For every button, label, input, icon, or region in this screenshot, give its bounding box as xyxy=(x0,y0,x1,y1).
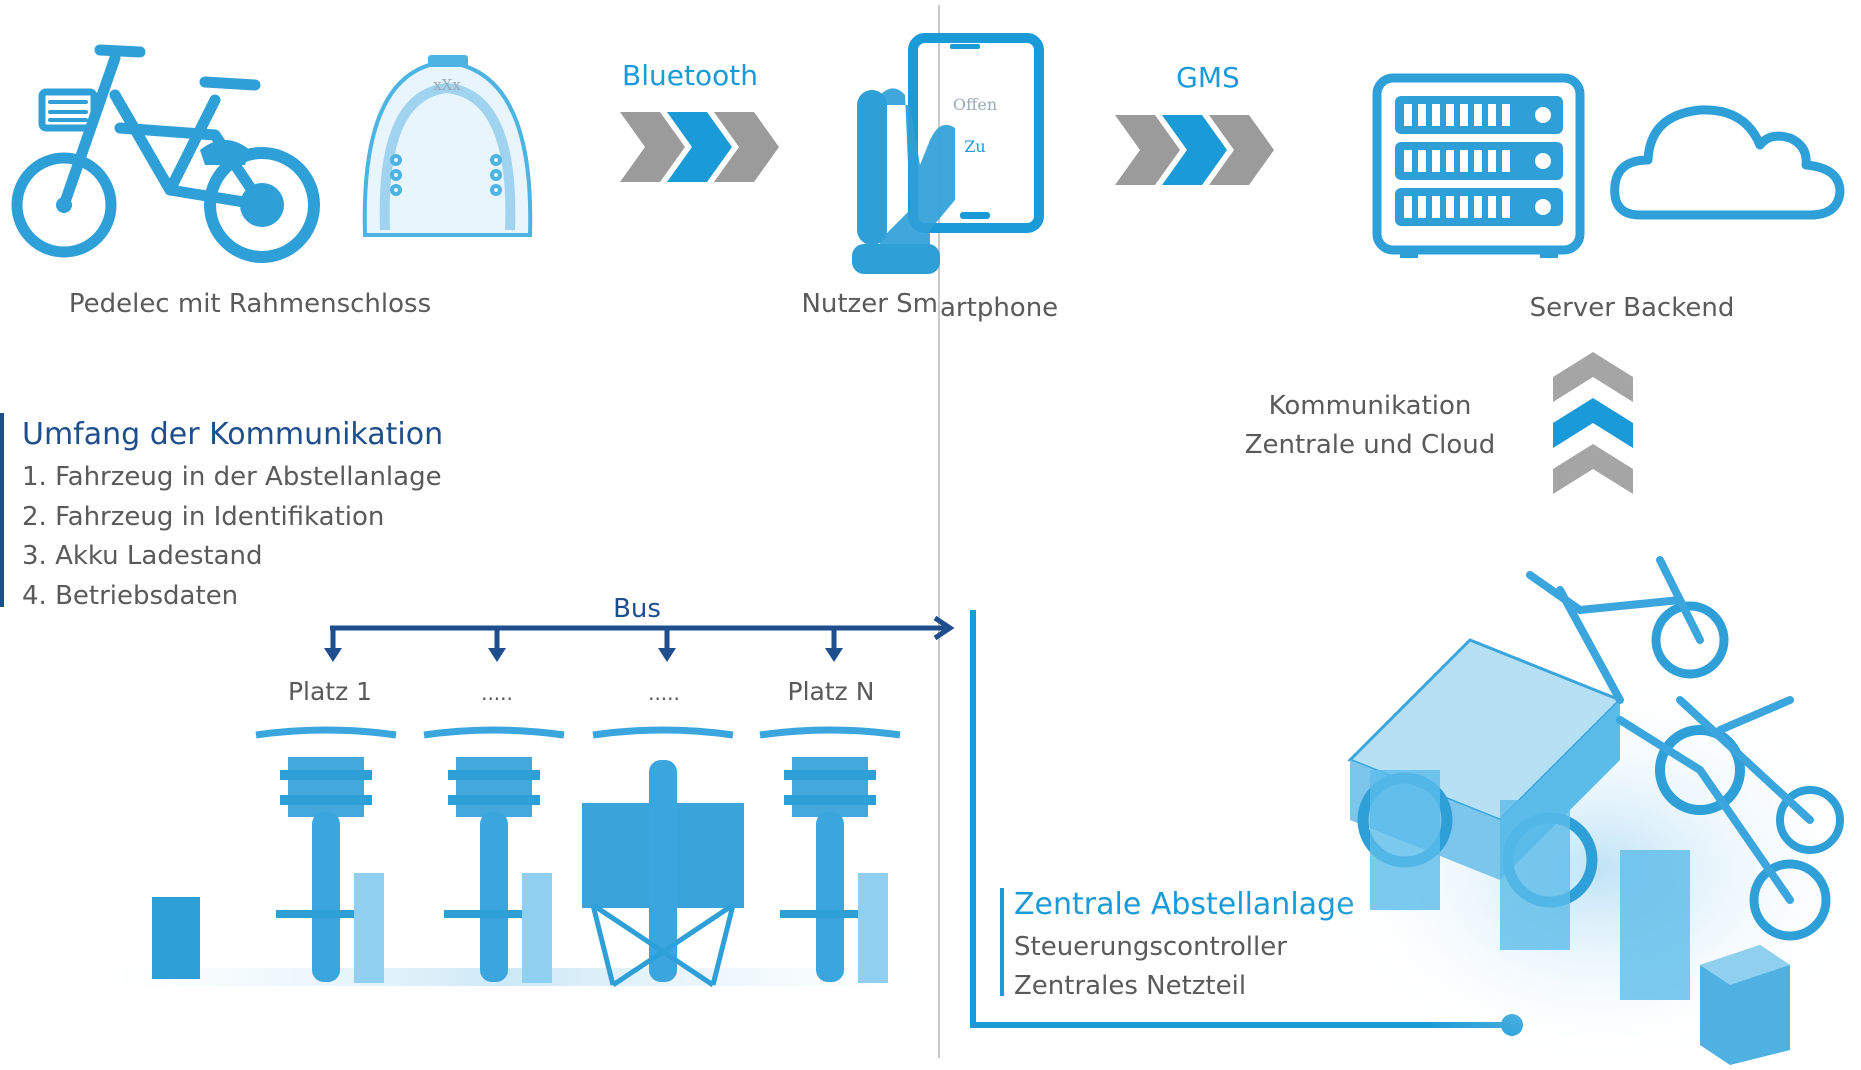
cloud-icon xyxy=(1610,105,1845,220)
station-item: Zentrales Netzteil xyxy=(1014,971,1246,1001)
slot-label: ..... xyxy=(648,681,680,705)
parked-bike xyxy=(423,726,565,983)
parked-bike xyxy=(255,726,397,983)
vertical-chevrons-icon xyxy=(1553,352,1633,494)
scope-bar xyxy=(0,413,4,607)
station-title: Zentrale Abstellanlage xyxy=(1014,887,1355,922)
scope-title: Umfang der Kommunikation xyxy=(22,417,443,452)
gms-chevrons-icon xyxy=(1115,115,1274,185)
lock-brand-text: xXx xyxy=(433,76,461,94)
smartphone-hand-icon xyxy=(852,33,1044,274)
comm-central-line1: Kommunikation xyxy=(1269,391,1472,421)
control-box xyxy=(152,897,200,979)
station-connector-line xyxy=(970,610,1512,1028)
slot-label: ..... xyxy=(481,681,513,705)
bluetooth-chevrons-icon xyxy=(620,112,779,182)
phone-close-text: Zu xyxy=(964,137,985,156)
bicycle-icon xyxy=(11,44,320,263)
gms-label: GMS xyxy=(1176,61,1240,94)
floor-shadow xyxy=(110,968,910,986)
scope-item: 4. Betriebsdaten xyxy=(22,581,238,611)
scope-item: 1. Fahrzeug in der Abstellanlage xyxy=(22,462,442,492)
phone-label-left: Nutzer Sm xyxy=(801,289,938,319)
bus-arrowheads xyxy=(324,648,843,662)
phone-label-right: artphone xyxy=(940,293,1058,323)
server-label: Server Backend xyxy=(1530,293,1735,323)
parked-cargo-bike xyxy=(582,726,744,988)
scope-item: 3. Akku Ladestand xyxy=(22,541,263,571)
bike-lock-label: Pedelec mit Rahmenschloss xyxy=(69,289,431,319)
slot-label: Platz N xyxy=(788,677,875,706)
station-bar xyxy=(1000,888,1004,996)
slot-label: Platz 1 xyxy=(288,677,372,706)
server-icon xyxy=(1372,73,1585,258)
scope-item: 2. Fahrzeug in Identifikation xyxy=(22,502,384,532)
phone-open-text: Offen xyxy=(953,95,997,114)
frame-lock-icon xyxy=(362,55,533,237)
bike-station-illustration xyxy=(1320,556,1861,1070)
bus-label: Bus xyxy=(613,594,661,624)
parked-bike xyxy=(759,726,901,983)
station-item: Steuerungscontroller xyxy=(1014,932,1287,962)
bluetooth-label: Bluetooth xyxy=(622,59,758,92)
comm-central-line2: Zentrale und Cloud xyxy=(1245,430,1496,460)
